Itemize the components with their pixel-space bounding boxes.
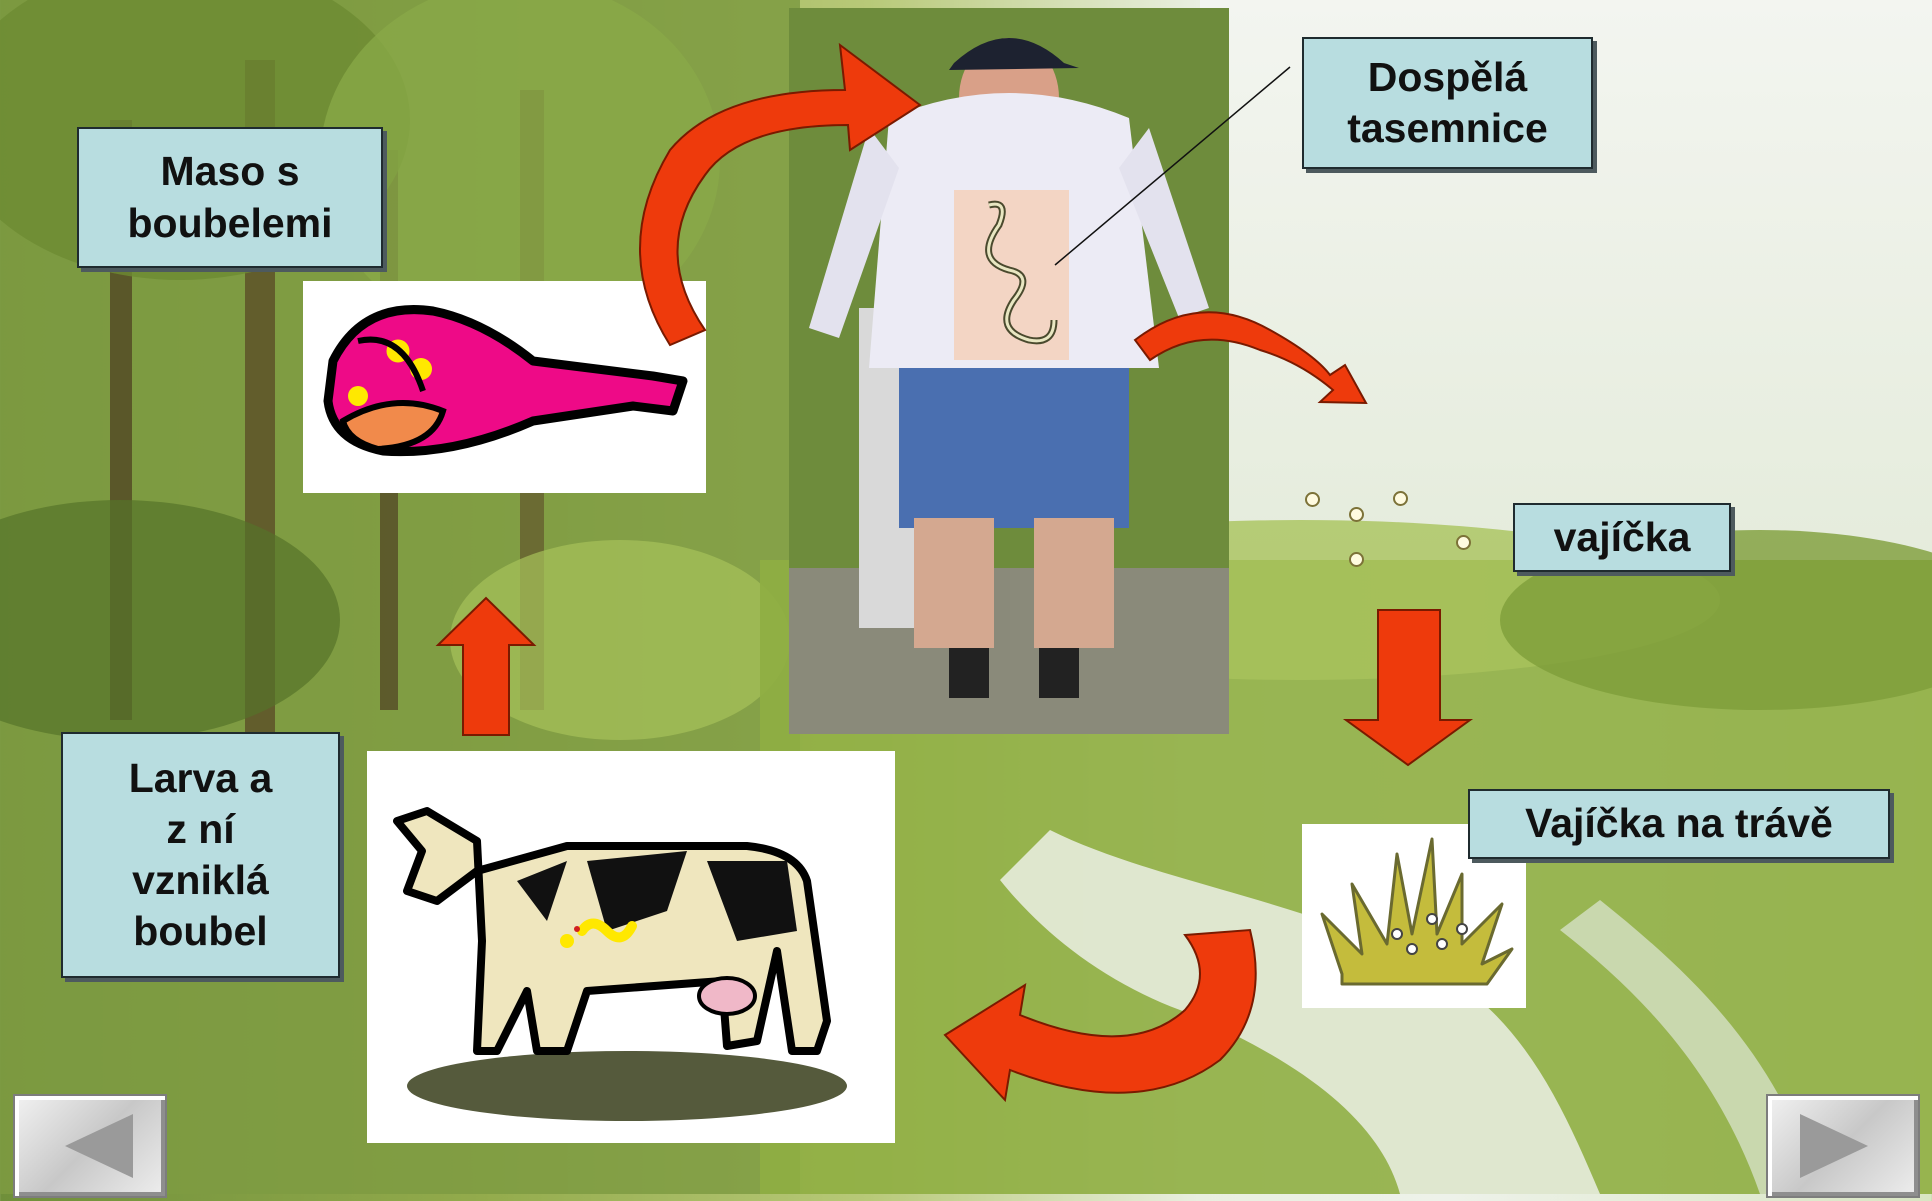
triangle-left-icon: [15, 1096, 165, 1196]
label-larva-a-boubel: Larva a z ní vzniklá boubel: [61, 732, 340, 978]
egg-dot: [1349, 552, 1364, 567]
previous-button[interactable]: [13, 1094, 167, 1198]
ham-icon: [303, 281, 706, 493]
label-vajicka: vajíčka: [1513, 503, 1731, 572]
label-vajicka-na-trave: Vajíčka na trávě: [1468, 789, 1890, 859]
ham-panel: [303, 281, 706, 493]
egg-dot: [1349, 507, 1364, 522]
triangle-right-icon: [1768, 1096, 1918, 1196]
tapeworm-icon: [954, 190, 1069, 360]
person-photo: [789, 8, 1229, 734]
next-button[interactable]: [1766, 1094, 1920, 1198]
cow-icon: [367, 751, 895, 1143]
egg-dot: [1456, 535, 1471, 550]
cow-panel: [367, 751, 895, 1143]
egg-dot: [1393, 491, 1408, 506]
person-walking-photo: [789, 8, 1229, 734]
label-maso-s-boubelemi: Maso s boubelemi: [77, 127, 383, 268]
label-dospela-tasemnice: Dospělá tasemnice: [1302, 37, 1593, 169]
egg-dot: [1305, 492, 1320, 507]
